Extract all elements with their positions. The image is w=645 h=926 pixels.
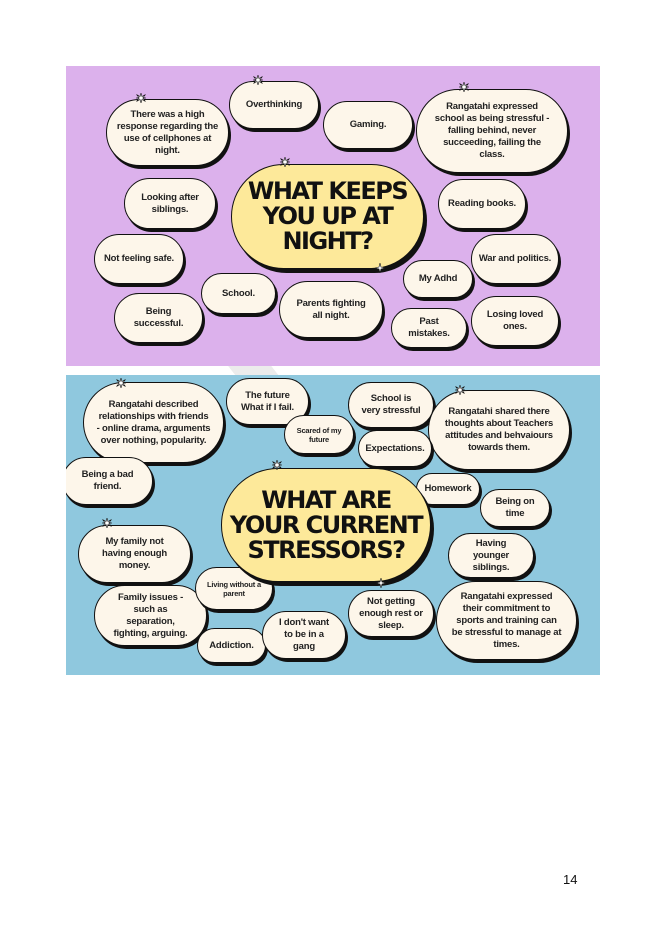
bubble: There was a high response regarding the …: [106, 99, 229, 166]
panel-title: WHAT KEEPS YOU UP AT NIGHT?: [231, 164, 424, 269]
current-stressors-panel: Rangatahi described relationships with f…: [66, 375, 600, 675]
bubble: Past mistakes.: [391, 308, 467, 348]
bubble: Looking after siblings.: [124, 178, 216, 229]
bubble: Losing loved ones.: [471, 296, 559, 346]
bubble: Homework: [416, 473, 480, 505]
bubble: Rangatahi expressed their commitment to …: [436, 581, 577, 660]
sparkle-icon: [376, 578, 386, 588]
what-keeps-you-up-panel: There was a high response regarding the …: [66, 66, 600, 366]
bubble: Rangatahi described relationships with f…: [83, 382, 224, 463]
bubble: War and politics.: [471, 234, 559, 284]
bubble: Parents fighting all night.: [279, 281, 383, 338]
bubble: Not getting enough rest or sleep.: [348, 590, 434, 637]
sparkle-icon: [136, 93, 146, 103]
bubble: School is very stressful: [348, 382, 434, 428]
bubble: Being a bad friend.: [66, 457, 153, 505]
bubble: My Adhd: [403, 260, 473, 298]
bubble: The future What if I fail.: [226, 378, 309, 425]
panel-title: WHAT ARE YOUR CURRENT STRESSORS?: [221, 468, 431, 582]
sparkle-icon: [102, 518, 112, 528]
sparkle-icon: [455, 385, 465, 395]
page-number: 14: [563, 872, 578, 887]
bubble: Not feeling safe.: [94, 234, 184, 284]
sparkle-icon: [253, 75, 263, 85]
bubble: Rangatahi expressed school as being stre…: [416, 89, 568, 173]
sparkle-icon: [459, 82, 469, 92]
bubble: School.: [201, 273, 276, 314]
bubble: Having younger siblings.: [448, 533, 534, 578]
bubble: Being successful.: [114, 293, 203, 343]
bubble: My family not having enough money.: [78, 525, 191, 583]
sparkle-icon: [280, 157, 290, 167]
bubble: Expectations.: [358, 430, 432, 467]
bubble: Gaming.: [323, 101, 413, 149]
sparkle-icon: [116, 378, 126, 388]
sparkle-icon: [375, 263, 385, 273]
bubble: Overthinking: [229, 81, 319, 129]
bubble: Family issues - such as separation, figh…: [94, 585, 207, 646]
sparkle-icon: [272, 460, 282, 470]
bubble: Scared of my future: [284, 415, 354, 454]
bubble: Rangatahi shared there thoughts about Te…: [428, 390, 570, 470]
bubble: Being on time: [480, 489, 550, 527]
bubble: Addiction.: [197, 628, 266, 663]
bubble: Reading books.: [438, 179, 526, 229]
bubble: I don't want to be in a gang: [262, 611, 346, 659]
